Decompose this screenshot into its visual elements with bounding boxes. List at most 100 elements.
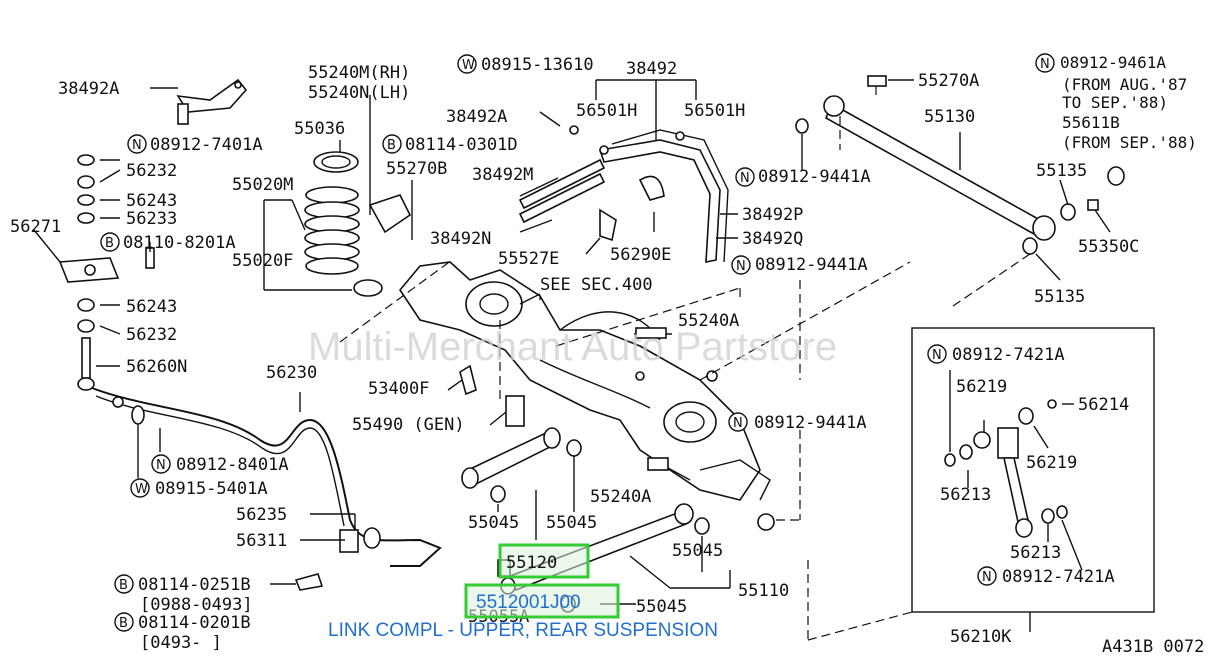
- part-label: 08912-7421A: [1002, 567, 1115, 587]
- part-label: 08915-5401A: [155, 479, 268, 499]
- b-mark-icon: B: [114, 574, 134, 594]
- brake-cables: [518, 79, 738, 263]
- part-label: 56260N: [126, 357, 187, 377]
- highlight-box-part-number[interactable]: [464, 583, 620, 619]
- part-label: 55020F: [232, 251, 293, 271]
- svg-text:N: N: [982, 570, 992, 585]
- part-label: 08915-13610: [481, 55, 594, 75]
- highlight-part-number[interactable]: 5512001J00: [476, 592, 581, 613]
- svg-text:W: W: [462, 58, 475, 73]
- part-label: 56219: [956, 377, 1007, 397]
- w-mark-icon: W: [457, 54, 477, 74]
- part-label: 55240N(LH): [308, 83, 410, 103]
- leader-lines: [339, 259, 913, 641]
- part-label: 56501H: [684, 101, 745, 121]
- part-label: 56243: [126, 191, 177, 211]
- part-label: 53400F: [368, 379, 429, 399]
- part-label: 56230: [266, 363, 317, 383]
- n-mark-icon: N: [127, 134, 147, 154]
- part-label: 38492P: [742, 205, 803, 225]
- part-label: 56213: [940, 485, 991, 505]
- part-label: 08912-8401A: [176, 455, 289, 475]
- part-label: 55527E: [498, 249, 559, 269]
- part-label: 56232: [126, 325, 177, 345]
- section-reference: SEE SEC.400: [540, 275, 653, 295]
- svg-text:B: B: [105, 236, 114, 251]
- lateral-rod: [795, 75, 1125, 309]
- part-note: [0493- ]: [140, 633, 222, 653]
- n-mark-icon: N: [977, 566, 997, 586]
- part-label: 08912-9441A: [758, 167, 871, 187]
- part-label: 08110-8201A: [123, 233, 236, 253]
- part-label: 55110: [738, 581, 789, 601]
- part-caption: LINK COMPL - UPPER, REAR SUSPENSION: [328, 620, 718, 641]
- n-mark-icon: N: [728, 412, 748, 432]
- svg-text:N: N: [1040, 57, 1050, 72]
- part-label: 56290E: [610, 245, 671, 265]
- svg-text:N: N: [733, 416, 743, 431]
- highlight-label: 55120: [506, 553, 557, 573]
- part-label: 55020M: [232, 175, 293, 195]
- svg-text:B: B: [119, 578, 128, 593]
- w-mark-icon: W: [130, 478, 150, 498]
- part-label: 38492A: [446, 107, 507, 127]
- part-label: 55240A: [678, 311, 739, 331]
- part-note: [0988-0493]: [140, 595, 253, 615]
- part-label: 55045: [546, 513, 597, 533]
- svg-text:N: N: [132, 138, 142, 153]
- diagram-code: A431B 0072: [1102, 637, 1204, 657]
- part-note: TO SEP.'88): [1062, 93, 1168, 112]
- part-label: 08114-0201B: [138, 613, 251, 633]
- b-mark-icon: B: [114, 612, 134, 632]
- part-label: 55045: [672, 541, 723, 561]
- part-label: 38492A: [58, 79, 119, 99]
- part-label: 56243: [126, 297, 177, 317]
- part-note: (FROM AUG.'87: [1062, 75, 1187, 94]
- part-label: 55135: [1036, 161, 1087, 181]
- svg-text:N: N: [736, 259, 746, 274]
- part-label: 56210K: [950, 627, 1012, 647]
- part-label: 56213: [1010, 543, 1061, 563]
- svg-text:N: N: [932, 348, 942, 363]
- n-mark-icon: N: [151, 454, 171, 474]
- stabilizer-bar: [91, 387, 442, 591]
- part-label: 08912-9461A: [1060, 53, 1166, 72]
- part-label: 38492N: [430, 229, 491, 249]
- part-label: 55130: [924, 107, 975, 127]
- b-mark-icon: B: [382, 134, 402, 154]
- svg-text:B: B: [387, 138, 396, 153]
- svg-text:B: B: [119, 616, 128, 631]
- part-label: 55135: [1034, 287, 1085, 307]
- n-mark-icon: N: [927, 344, 947, 364]
- part-label: 56501H: [576, 101, 637, 121]
- part-label: 08114-0301D: [405, 135, 518, 155]
- stabilizer-mount-stack: [33, 78, 248, 391]
- coil-spring: [263, 95, 413, 297]
- svg-text:N: N: [740, 171, 750, 186]
- part-label: 56214: [1078, 395, 1129, 415]
- part-label: 08114-0251B: [138, 575, 251, 595]
- watermark: Multi-Merchant Auto Partstore: [308, 325, 837, 369]
- axle-housing: [399, 261, 771, 501]
- highlight-box-55120[interactable]: [498, 543, 590, 579]
- part-label: 08912-7401A: [150, 135, 263, 155]
- part-label: 56233: [126, 209, 177, 229]
- part-label: 55350C: [1078, 237, 1139, 257]
- part-label: 56271: [10, 217, 61, 237]
- n-mark-icon: N: [731, 255, 751, 275]
- part-label: 56311: [236, 531, 287, 551]
- part-label: 55036: [294, 119, 345, 139]
- n-mark-icon: N: [1035, 53, 1055, 73]
- part-label: 55270B: [386, 159, 447, 179]
- part-label: 55045: [636, 597, 687, 617]
- part-label: 55240M(RH): [308, 63, 410, 83]
- part-label: 56219: [1026, 453, 1077, 473]
- part-label: 55270A: [918, 71, 979, 91]
- svg-text:N: N: [156, 458, 166, 473]
- shock-absorber-inset: [911, 327, 1155, 632]
- part-label: 38492M: [472, 165, 533, 185]
- n-mark-icon: N: [735, 167, 755, 187]
- part-label: 56235: [236, 505, 287, 525]
